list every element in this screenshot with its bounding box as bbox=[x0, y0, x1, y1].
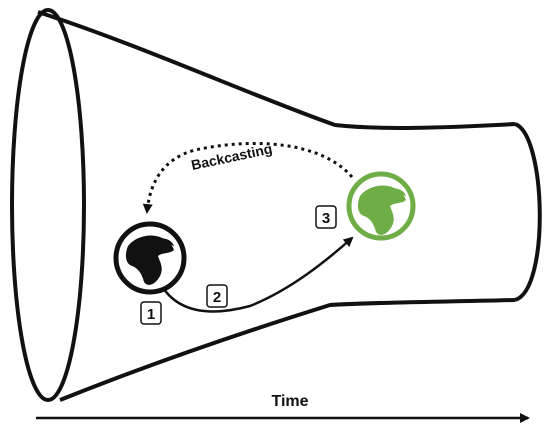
globe-continents-future bbox=[357, 185, 406, 235]
time-axis-label: Time bbox=[271, 393, 308, 410]
pathway-arrow bbox=[158, 236, 354, 313]
step-3-label: 3 bbox=[322, 210, 330, 227]
funnel-lower-edge bbox=[59, 298, 516, 402]
step-1-marker: 1 bbox=[140, 301, 162, 325]
future-state-globe bbox=[346, 171, 416, 241]
backcasting-arrow bbox=[142, 141, 354, 214]
step-1-label: 1 bbox=[147, 306, 155, 323]
step-2-label: 2 bbox=[213, 289, 221, 306]
current-state-globe bbox=[113, 221, 187, 295]
funnel-upper-edge bbox=[37, 10, 516, 130]
backcasting-label: Backcasting bbox=[190, 140, 274, 173]
step-2-marker: 2 bbox=[206, 284, 228, 308]
funnel-mouth-right bbox=[514, 122, 542, 302]
funnel-mouth-left bbox=[10, 8, 86, 402]
globe-continents-current bbox=[125, 235, 174, 285]
future-cone-funnel bbox=[10, 8, 542, 402]
step-3-marker: 3 bbox=[315, 205, 337, 229]
